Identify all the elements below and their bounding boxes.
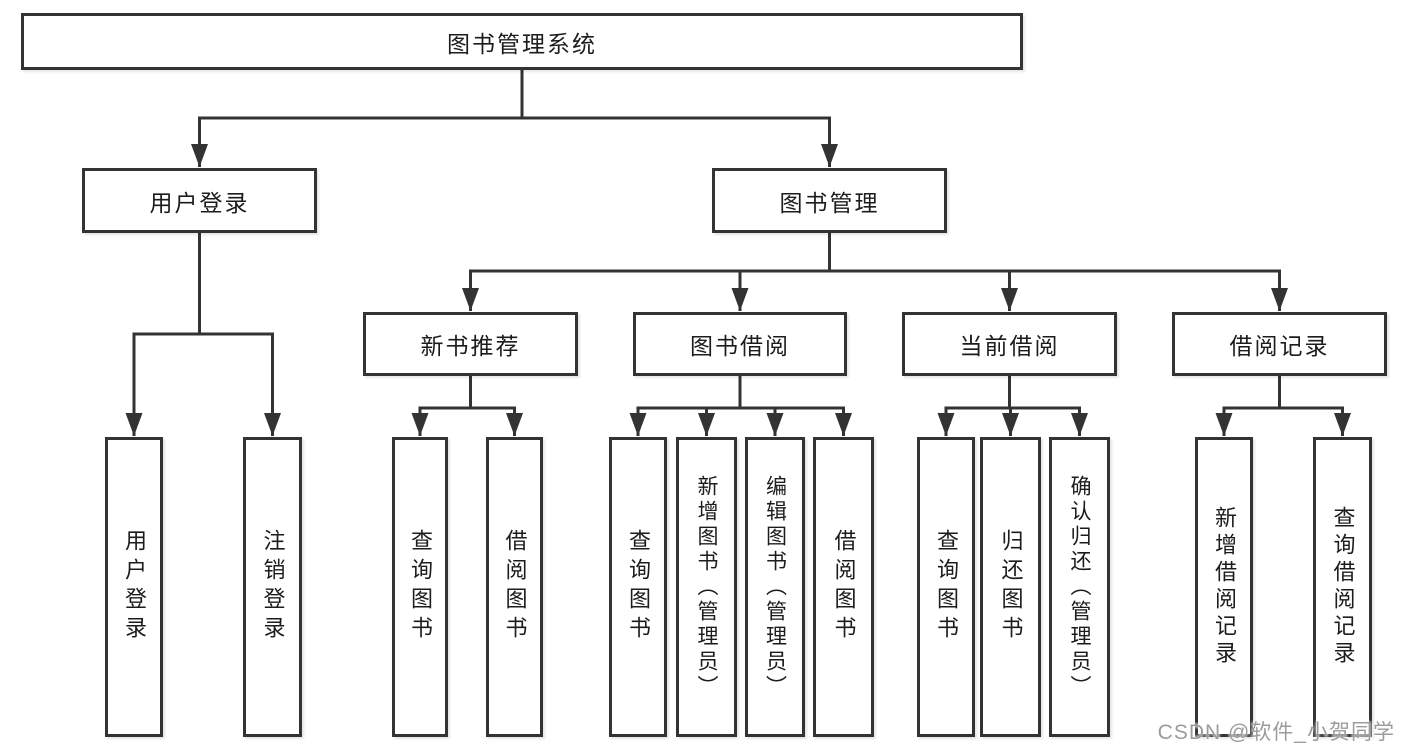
- node-new-book-recommend: 新书推荐: [363, 312, 578, 376]
- node-user-login-branch: 用户登录: [82, 168, 317, 233]
- leaf-query-borrow-record: 查询借阅记录: [1313, 437, 1372, 737]
- leaf-return-books: 归还图书: [980, 437, 1041, 737]
- leaf-borrow-books-recommend: 借阅图书: [486, 437, 543, 737]
- leaf-edit-book-admin: 编辑图书（管理员）: [745, 437, 805, 737]
- leaf-borrow-books: 借阅图书: [813, 437, 874, 737]
- leaf-query-books-current: 查询图书: [917, 437, 975, 737]
- node-current-borrowing: 当前借阅: [902, 312, 1117, 376]
- leaf-add-borrow-record: 新增借阅记录: [1195, 437, 1253, 737]
- leaf-add-book-admin: 新增图书（管理员）: [676, 437, 737, 737]
- node-library-management-system: 图书管理系统: [21, 13, 1023, 70]
- leaf-confirm-return-admin: 确认归还（管理员）: [1049, 437, 1110, 737]
- csdn-watermark: CSDN @软件_小贺同学: [1157, 721, 1395, 744]
- node-book-borrowing: 图书借阅: [633, 312, 847, 376]
- leaf-query-books-recommend: 查询图书: [392, 437, 448, 737]
- leaf-user-login: 用户登录: [105, 437, 163, 737]
- node-borrowing-records: 借阅记录: [1172, 312, 1387, 376]
- leaf-query-books-borrowing: 查询图书: [609, 437, 667, 737]
- leaf-logout: 注销登录: [243, 437, 302, 737]
- node-book-management-branch: 图书管理: [712, 168, 947, 233]
